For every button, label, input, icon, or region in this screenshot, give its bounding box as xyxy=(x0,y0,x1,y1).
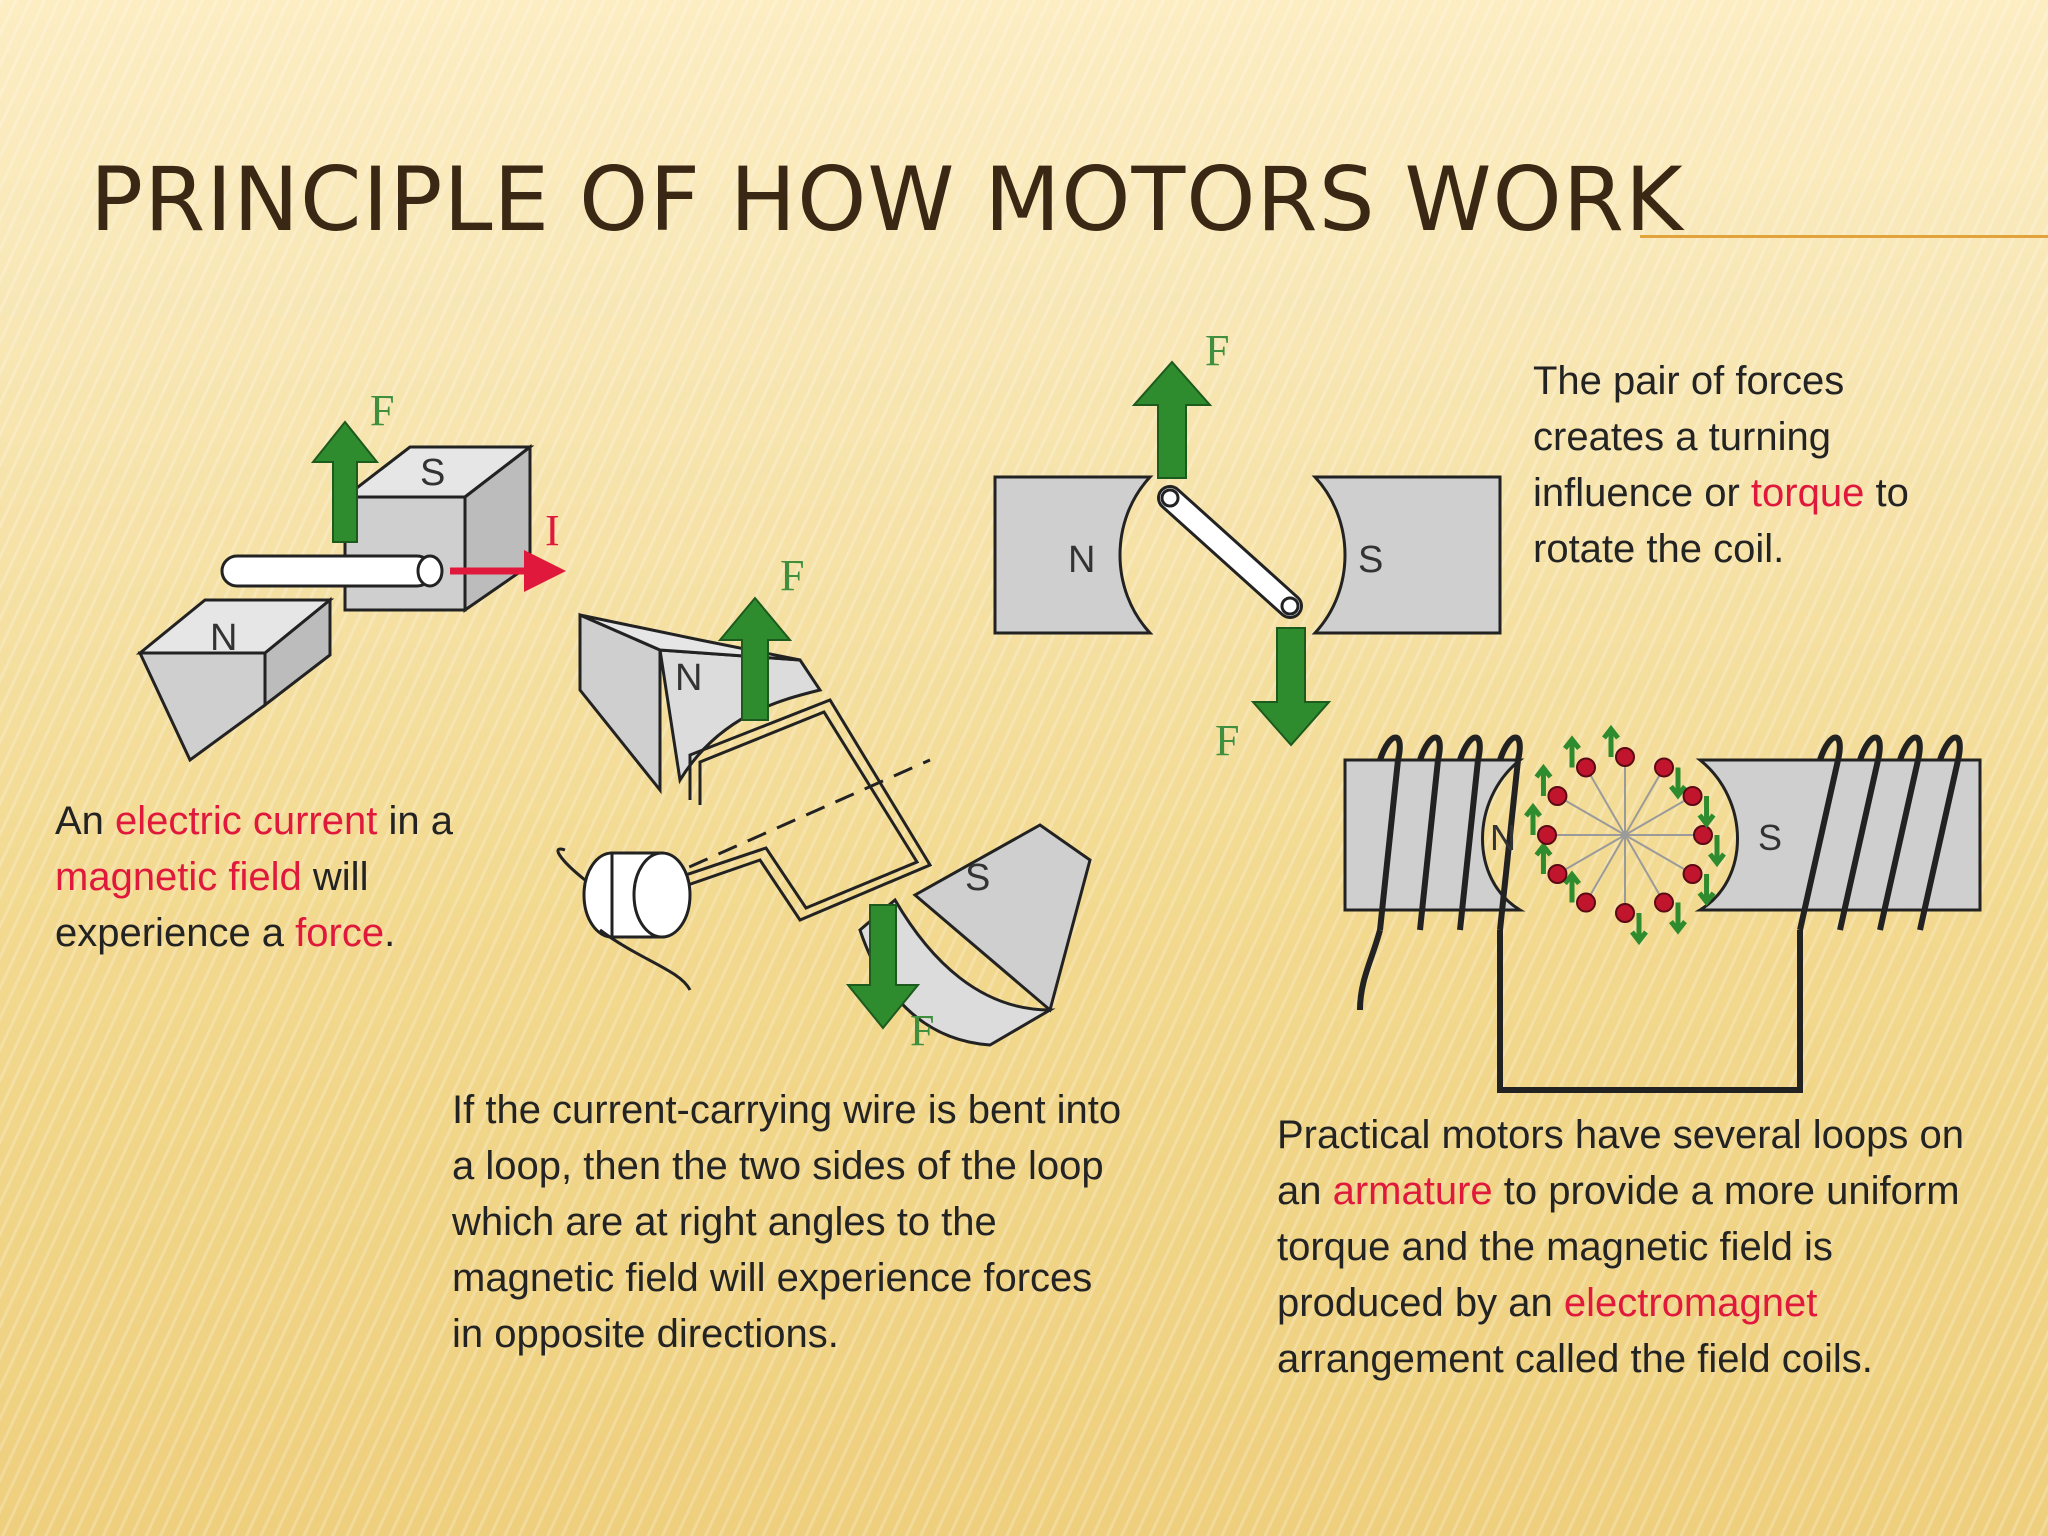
caption-text: arrangement called the field coils. xyxy=(1277,1337,1873,1381)
armature-conductor xyxy=(1654,757,1674,778)
force-arrow-small xyxy=(1669,767,1687,800)
south-field-pole xyxy=(1694,758,1982,912)
armature-spoke xyxy=(1556,834,1626,875)
north-pole-label: N xyxy=(1490,817,1516,858)
caption-text: The pair of forces creates a turning inf… xyxy=(1533,359,1845,515)
south-pole xyxy=(1311,475,1502,635)
force-label: F xyxy=(370,386,394,435)
caption-text: to rotate the coil. xyxy=(1533,471,1909,571)
caption-text: in a xyxy=(377,799,453,843)
coil-side xyxy=(1157,485,1303,619)
armature-spoke xyxy=(1624,766,1665,836)
armature-spoke xyxy=(1585,834,1626,904)
caption-text: . xyxy=(384,911,396,955)
armature-spoke xyxy=(1624,834,1694,875)
force-arrow-small xyxy=(1697,796,1716,829)
force-label-up: F xyxy=(780,551,804,600)
caption-text: An xyxy=(55,799,116,843)
north-pole xyxy=(993,475,1154,635)
highlight-electric-current: electric current xyxy=(115,799,378,843)
force-arrow-small xyxy=(1524,802,1542,835)
force-arrow-up xyxy=(717,596,793,721)
force-arrow-small xyxy=(1534,841,1553,874)
force-label-up: F xyxy=(1205,326,1229,375)
armature-conductor xyxy=(1682,864,1703,884)
armature-conductor xyxy=(1682,786,1703,806)
armature-conductor xyxy=(1654,892,1674,913)
wire-loop xyxy=(629,698,933,922)
armature-conductor xyxy=(1615,903,1635,923)
force-arrow-small xyxy=(1630,913,1648,946)
north-pole-label: N xyxy=(210,617,237,659)
force-arrow-small xyxy=(1697,874,1716,907)
slide-title: PRINCIPLE OF HOW MOTORS WORK xyxy=(90,148,1684,251)
conductor-rod xyxy=(220,554,444,588)
force-arrow-small xyxy=(1669,902,1687,935)
armature-conductor xyxy=(1537,825,1557,845)
current-label: I xyxy=(545,506,560,555)
commutator xyxy=(556,847,692,991)
force-arrow-down xyxy=(845,904,921,1030)
north-pole-block: N xyxy=(135,596,335,763)
south-pole-label: S xyxy=(1358,539,1383,581)
south-pole-label: S xyxy=(965,857,990,899)
diagram-straight-conductor: S N F I xyxy=(135,386,566,763)
caption-text: to provide a more uniform torque and the… xyxy=(1277,1169,1960,1325)
force-arrow-small xyxy=(1602,724,1620,757)
highlight-electromagnet: electromagnet xyxy=(1563,1281,1818,1325)
armature-spoke xyxy=(1624,795,1694,836)
force-arrow-small xyxy=(1563,870,1581,903)
force-label-down: F xyxy=(910,1006,934,1055)
armature-conductor xyxy=(1693,825,1713,845)
force-arrow-up xyxy=(310,420,380,543)
armature-spoke xyxy=(1624,834,1665,904)
armature-conductor xyxy=(1576,892,1596,913)
south-pole-label: S xyxy=(420,452,445,494)
highlight-force: force xyxy=(295,911,385,955)
diagram-armature: N S xyxy=(1343,724,1982,1093)
armature-conductor xyxy=(1547,864,1568,884)
highlight-torque: torque xyxy=(1750,471,1865,515)
caption-text: will experience a xyxy=(55,855,369,955)
caption-text: Practical motors have several loops on a… xyxy=(1277,1113,1964,1213)
force-arrow-small xyxy=(1534,763,1553,796)
force-arrow-small xyxy=(1563,735,1581,768)
north-pole-label: N xyxy=(675,657,702,699)
diagram-loop-conductor: N S F F xyxy=(556,551,1092,1055)
south-pole-label: S xyxy=(1758,817,1782,858)
highlight-magnetic-field: magnetic field xyxy=(55,855,302,899)
armature-rotor xyxy=(1524,724,1726,946)
south-pole-block: S xyxy=(858,823,1092,1047)
force-label-down: F xyxy=(1215,716,1239,765)
field-coil-right xyxy=(1797,734,1963,931)
title-underline xyxy=(1640,235,2048,238)
armature-conductor xyxy=(1576,757,1596,778)
caption-current-in-field: An electric current in a magnetic field … xyxy=(55,793,475,961)
diagram-torque: N S F F xyxy=(993,326,1502,765)
caption-loop: If the current-carrying wire is bent int… xyxy=(452,1088,1122,1356)
armature-conductor xyxy=(1547,786,1568,806)
caption-practical-motors: Practical motors have several loops on a… xyxy=(1277,1107,1977,1387)
field-coil-left xyxy=(1357,734,1803,1093)
force-arrow-small xyxy=(1708,835,1726,868)
north-pole-label: N xyxy=(1068,539,1095,581)
highlight-armature: armature xyxy=(1332,1169,1493,1213)
north-pole-block: N xyxy=(578,612,823,795)
caption-torque: The pair of forces creates a turning inf… xyxy=(1533,353,1973,577)
force-arrow-down xyxy=(1250,627,1332,747)
armature-spoke xyxy=(1556,795,1626,836)
armature-conductor xyxy=(1615,747,1635,767)
armature-spoke xyxy=(1585,766,1626,836)
force-arrow-up xyxy=(1131,360,1213,479)
